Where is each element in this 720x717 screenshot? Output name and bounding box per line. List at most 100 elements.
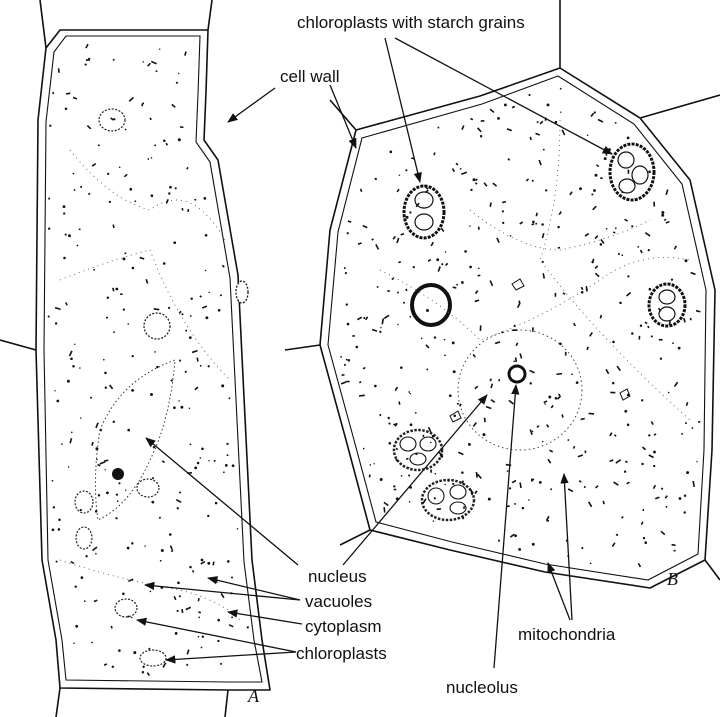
mitochondrion <box>653 451 656 454</box>
mitochondrion <box>389 151 392 154</box>
cell-b-outer-wall <box>320 68 715 588</box>
cell-b-chloroplast-with-starch-grains <box>394 430 442 470</box>
mitochondrion <box>613 231 616 233</box>
cytoplasm-granule <box>80 417 81 418</box>
mitochondrion <box>405 289 407 292</box>
cell-a-neighbor-wall-top-right <box>208 0 212 30</box>
cytoplasm-granule <box>180 406 183 409</box>
cytoplasm-granule <box>198 636 200 638</box>
cytoplasm-granule <box>205 270 206 271</box>
cytoplasm-granule <box>202 636 204 638</box>
mitochondrion <box>395 423 397 425</box>
mitochondrion <box>598 119 604 123</box>
mitochondrion <box>569 191 573 195</box>
mitochondrion <box>519 482 521 488</box>
arrow-vacuoles-1 <box>145 585 300 600</box>
cytoplasm-granule <box>107 173 109 175</box>
mitochondrion <box>398 261 401 263</box>
cytoplasm-granule <box>112 666 114 668</box>
cytoplasm-granule <box>237 528 239 530</box>
cytoplasm-granule <box>179 595 181 597</box>
mitochondrion <box>548 396 551 399</box>
cytoplasm-granule <box>207 562 210 565</box>
mitochondrion <box>600 177 603 179</box>
cytoplasm-granule <box>170 545 173 550</box>
mitochondrion <box>558 214 559 215</box>
mitochondrion <box>532 221 535 224</box>
cytoplasm-granule <box>221 384 224 387</box>
cytoplasm-granule <box>91 442 94 446</box>
mitochondrion <box>388 417 390 419</box>
mitochondrion <box>666 506 668 508</box>
cytoplasm-granule <box>218 309 221 312</box>
mitochondrion <box>406 216 409 219</box>
mitochondrion <box>507 158 510 161</box>
mitochondrion <box>678 347 681 350</box>
mitochondrion <box>660 531 665 536</box>
cytoplasm-granule <box>75 625 78 628</box>
cytoplasm-granule <box>134 200 136 202</box>
mitochondrion <box>606 228 608 230</box>
mitochondrion <box>613 481 619 486</box>
cytoplasm-granule <box>109 201 111 203</box>
mitochondrion <box>388 423 390 425</box>
cytoplasm-granule <box>79 367 81 369</box>
cytoplasm-granule <box>147 158 149 160</box>
cytoplasm-granule <box>95 510 98 513</box>
cytoplasm-granule <box>86 59 90 61</box>
mitochondrion <box>430 242 434 247</box>
cytoplasm-granule <box>179 360 181 362</box>
mitochondrion <box>484 418 486 423</box>
mitochondrion <box>679 497 682 500</box>
cytoplasm-granule <box>74 189 76 191</box>
cytoplasm-granule <box>52 92 54 94</box>
cytoplasm-granule <box>72 365 75 368</box>
mitochondrion <box>557 395 561 399</box>
cell-b <box>285 0 720 588</box>
mitochondrion <box>375 178 377 180</box>
cytoplasm-granule <box>142 671 144 673</box>
mitochondrion <box>457 403 459 405</box>
cytoplasm-granule <box>94 599 98 602</box>
cell-b-nucleus <box>458 330 582 450</box>
mitochondrion <box>352 335 355 337</box>
cell-a-neighbor-wall-bottom <box>56 688 60 717</box>
label-nucleus: nucleus <box>308 567 367 586</box>
mitochondrion <box>409 316 411 318</box>
mitochondrion <box>648 454 653 458</box>
mitochondrion <box>568 488 574 492</box>
cytoplasm-granule <box>65 107 68 110</box>
mitochondrion <box>532 180 534 182</box>
cytoplasm-granule <box>63 257 66 260</box>
cytoplasm-granule <box>190 297 192 299</box>
mitochondrion <box>441 263 443 265</box>
cytoplasm-granule <box>177 581 180 584</box>
cytoplasm-granule <box>187 649 190 654</box>
cell-a-chloroplast <box>236 281 248 303</box>
mitochondrion <box>592 206 597 211</box>
arrow-mitochondria-1 <box>548 563 570 620</box>
mitochondrion <box>519 353 522 358</box>
cytoplasm-granule <box>169 533 172 536</box>
cell-a-neighbor-wall-top-left <box>40 0 46 48</box>
mitochondrion <box>421 338 423 340</box>
mitochondrion <box>686 402 689 406</box>
mitochondrion <box>558 394 560 396</box>
cell-b-chloroplast-with-starch-grains <box>649 284 685 326</box>
mitochondrion <box>578 454 583 457</box>
cytoplasm-granule <box>168 192 170 194</box>
cytoplasm-granule <box>150 591 152 593</box>
mitochondrion <box>618 253 620 255</box>
mitochondrion <box>529 370 535 374</box>
mitochondrion <box>600 315 603 319</box>
cytoplasm-granule <box>222 265 225 268</box>
mitochondrion <box>388 442 391 445</box>
cytoplasm-granule <box>231 576 233 578</box>
cytoplasm-granule <box>178 73 179 74</box>
mitochondrion <box>589 332 593 337</box>
mitochondrion <box>380 327 381 328</box>
cytoplasm-granule <box>154 308 160 310</box>
mitochondrion <box>592 261 594 263</box>
cytoplasm-granule <box>151 157 153 159</box>
mitochondrion <box>571 373 573 375</box>
